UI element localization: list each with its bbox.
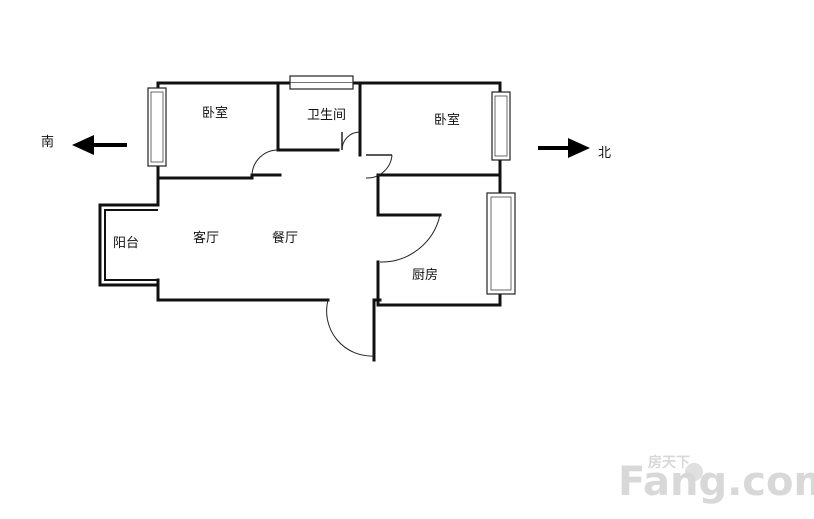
label-bedroom-south: 卧室 bbox=[202, 105, 228, 121]
window-kitchen bbox=[486, 192, 516, 295]
label-kitchen: 厨房 bbox=[412, 267, 438, 283]
label-balcony: 阳台 bbox=[113, 236, 139, 251]
watermark-brand: Fang.com bbox=[618, 459, 814, 505]
arrow-right-icon bbox=[568, 138, 590, 158]
direction-north: 北 bbox=[538, 138, 611, 161]
room-labels: 卧室 卫生间 卧室 阳台 客厅 餐厅 厨房 bbox=[113, 105, 460, 283]
logo-dot-icon bbox=[685, 463, 703, 481]
arrow-left-icon bbox=[72, 135, 94, 155]
window-north-bedroom bbox=[491, 91, 511, 161]
north-label: 北 bbox=[598, 146, 611, 161]
fang-watermark: 房天下 Fang.com bbox=[618, 454, 814, 505]
label-dining-room: 餐厅 bbox=[272, 230, 298, 246]
window-south-bedroom bbox=[147, 87, 167, 167]
watermark-cn: 房天下 bbox=[648, 454, 690, 471]
label-bathroom: 卫生间 bbox=[307, 108, 346, 123]
south-label: 南 bbox=[41, 134, 54, 150]
balcony-walls bbox=[98, 203, 160, 287]
direction-south: 南 bbox=[41, 134, 127, 155]
windows bbox=[147, 75, 516, 295]
label-bedroom-north: 卧室 bbox=[434, 112, 460, 128]
label-living-room: 客厅 bbox=[193, 230, 219, 246]
doors bbox=[251, 131, 441, 357]
window-top-bathroom bbox=[289, 75, 354, 90]
interior-walls bbox=[156, 81, 502, 307]
